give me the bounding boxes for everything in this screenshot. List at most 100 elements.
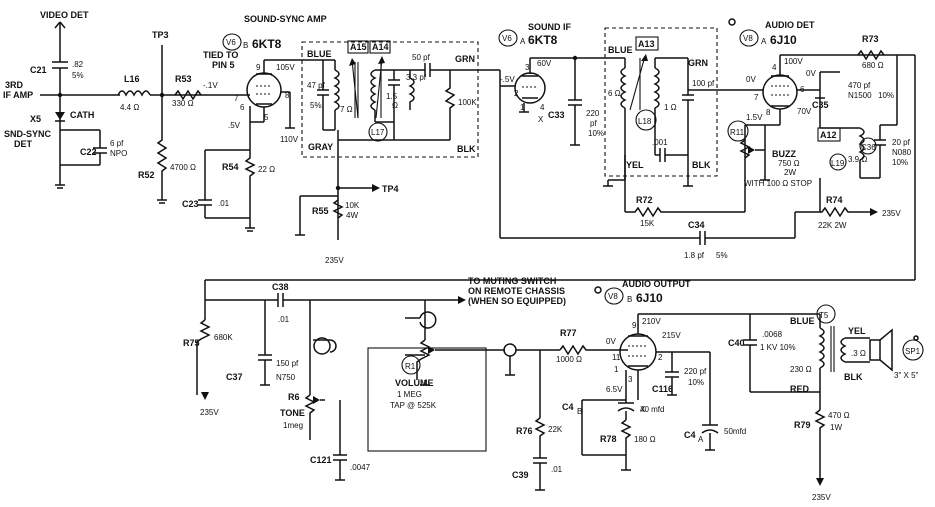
c39-label: C39 [512, 470, 529, 480]
v8b-tube-envelope [619, 333, 657, 371]
v8a-0v-b: 0V [806, 69, 816, 78]
l18-grn-lead: GRN [688, 58, 708, 68]
l18-label: L18 [638, 117, 652, 126]
l17-gray-lead: GRAY [308, 142, 333, 152]
r100k-value: 100K [458, 98, 477, 107]
v8b-pin3: 3 [628, 375, 633, 384]
c4b-value: 40 mfd [640, 405, 664, 414]
r78-value: 180 Ω [634, 435, 656, 444]
v6a-pin2: 2 [514, 89, 519, 98]
v8b-x: X [640, 405, 646, 414]
v6b-pin9: 9 [256, 63, 261, 72]
r78-label: R78 [600, 434, 617, 444]
c4a-sub: A [698, 435, 704, 444]
v6b-title: SOUND-SYNC AMP [244, 14, 327, 24]
v8b-pin9: 9 [632, 321, 637, 330]
r11-label: R11 [730, 128, 745, 137]
v8a-0v-a: 0V [746, 75, 756, 84]
c22-value: 6 pf [110, 139, 124, 148]
v6b-cathode-voltage: .5V [228, 121, 241, 130]
t5-red-lead: RED [790, 384, 810, 394]
r55-value: 10K [345, 201, 360, 210]
v8b-210v: 210V [642, 317, 661, 326]
r74-supply: 235V [882, 209, 901, 218]
v6b-type: 6KT8 [252, 37, 282, 51]
c33-label: C33 [548, 110, 565, 120]
c34-value: 1.8 pf [684, 251, 705, 260]
l18-shield-box [604, 27, 718, 177]
buzz-watt: 2W [784, 168, 796, 177]
v8a-15v: 1.5V [746, 113, 763, 122]
c33-unit: pf [590, 119, 597, 128]
sp1-label: SP1 [905, 347, 921, 356]
v6a-x: X [538, 115, 544, 124]
c37-type: N750 [276, 373, 296, 382]
c39-value: .01 [551, 465, 563, 474]
c36-value: 20 pf [892, 138, 911, 147]
r72-label: R72 [636, 195, 653, 205]
speaker-body [869, 339, 881, 361]
v8b-type: 6J10 [636, 291, 663, 305]
v8a-pin4: 4 [772, 63, 777, 72]
tied-label-1: TIED TO [203, 50, 238, 60]
r54-value: 22 Ω [258, 165, 275, 174]
v6b-sub: B [243, 41, 248, 50]
r79-supply: 235V [812, 493, 831, 502]
video-det-label: VIDEO DET [40, 10, 89, 20]
c22-tol: NPO [110, 149, 127, 158]
r76-value: 22K [548, 425, 563, 434]
v8a-70v: 70V [797, 107, 812, 116]
c121-value: .0047 [350, 463, 371, 472]
buzz-label: BUZZ [772, 149, 796, 159]
buzz-ohm: 750 Ω [778, 159, 800, 168]
c36-type: N080 [892, 148, 912, 157]
c34-tol: 5% [716, 251, 728, 260]
snd-sync-det-label: SND-SYNC [4, 129, 52, 139]
v6a-pin4: 4 [540, 103, 545, 112]
v6a-plate-voltage: 60V [537, 59, 552, 68]
v6b-pin6: 6 [240, 103, 245, 112]
tp3-label: TP3 [152, 30, 169, 40]
r74-label: R74 [826, 195, 843, 205]
c116-label: C116 [652, 384, 673, 394]
r79-watt: 1W [830, 423, 842, 432]
t5-primary-ohm: 230 Ω [790, 365, 812, 374]
l17-sec-ohm-b: Ω [392, 101, 398, 110]
l17-pri-ohm: 7 Ω [340, 105, 353, 114]
l18-blk-lead: BLK [692, 160, 711, 170]
v6b-pin5: 5 [264, 113, 269, 122]
r74-value: 22K 2W [818, 221, 847, 230]
tone-label: TONE [280, 408, 305, 418]
a13-label: A13 [638, 39, 655, 49]
r6-label: R6 [288, 392, 300, 402]
v8a-100v: 100V [784, 57, 803, 66]
v8b-title: AUDIO OUTPUT [622, 279, 691, 289]
volume-label: VOLUME [395, 378, 434, 388]
c35-type: N1500 [848, 91, 872, 100]
c116-tol: 10% [688, 378, 704, 387]
c40-label: C40 [728, 338, 745, 348]
r77-value: 1000 Ω [556, 355, 582, 364]
c50pf-value: 50 pf [412, 53, 431, 62]
c21-label: C21 [30, 65, 47, 75]
l19-value: 3.9 Ω [848, 155, 867, 164]
r54-label: R54 [222, 162, 239, 172]
volume-tap: TAP @ 525K [390, 401, 437, 410]
t5-blue-lead: BLUE [790, 316, 815, 326]
c121-label: C121 [310, 455, 332, 465]
c23-value: .01 [218, 199, 230, 208]
l19-label: L19 [831, 159, 845, 168]
a12-label: A12 [820, 130, 837, 140]
v6b-pin7: 7 [234, 94, 239, 103]
v6b-pin8: 8 [285, 91, 290, 100]
v110-label: 110V [280, 135, 299, 144]
c40-value: .0068 [762, 330, 783, 339]
c38-value: .01 [278, 315, 290, 324]
t5-yel-lead: YEL [848, 326, 866, 336]
t5-secondary-ohm: .3 Ω [851, 349, 866, 358]
c21-value: .82 [72, 60, 84, 69]
c4b-sub: B [577, 407, 582, 416]
r55-supply: 235V [325, 256, 344, 265]
c4a-label: C4 [684, 430, 696, 440]
